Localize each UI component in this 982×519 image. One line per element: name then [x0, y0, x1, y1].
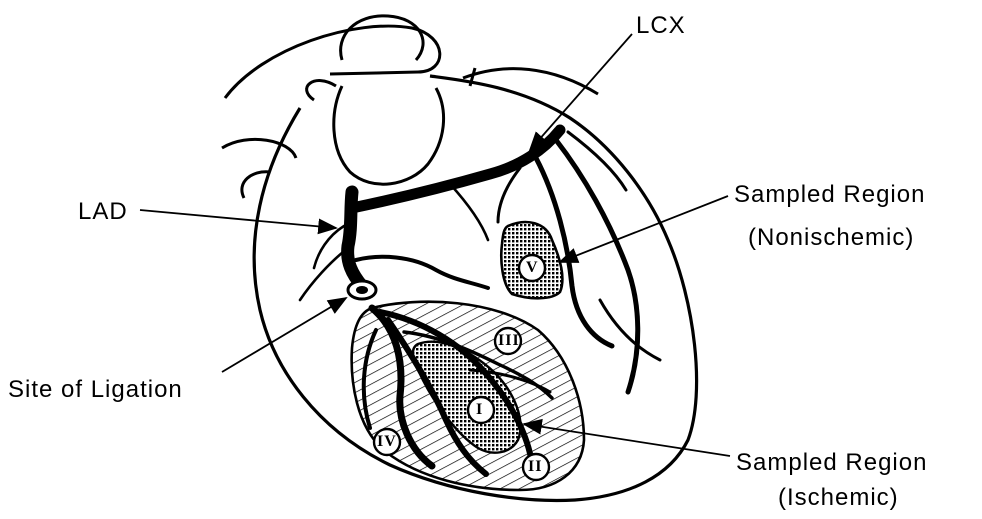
left-atrial-appendage — [222, 139, 296, 158]
nonischemic-label-line1: Sampled Region — [734, 183, 925, 207]
region-i-label: I — [476, 402, 483, 418]
lcx-label: LCX — [636, 14, 686, 38]
atrium-fold — [307, 81, 336, 100]
lcx-arrow — [530, 34, 632, 150]
region-iv-label: IV — [377, 434, 397, 450]
region-ii-label: II — [528, 459, 542, 475]
lad-label: LAD — [78, 200, 128, 224]
nonischemic-label-line2: (Nonischemic) — [748, 226, 914, 250]
region-iii-label: III — [498, 333, 520, 349]
region-v-label: V — [526, 260, 539, 276]
ischemic-label-line2: (Ischemic) — [778, 486, 899, 510]
pulmonary-outline — [341, 16, 423, 60]
lad-branch — [314, 226, 344, 268]
ligation-arrow — [222, 298, 346, 372]
vessel-line-right — [463, 69, 598, 94]
ischemic-label-line1: Sampled Region — [736, 451, 927, 475]
lad-arrow — [140, 210, 336, 228]
aorta-outline — [225, 26, 440, 98]
lcx-vessel — [352, 130, 560, 208]
atrium-bulb — [334, 86, 444, 184]
lcx-branch — [600, 300, 660, 360]
nonischemic-arrow — [560, 196, 728, 262]
ligation-ring-inner — [356, 286, 368, 294]
lad-branch — [356, 257, 488, 288]
ligation-label: Site of Ligation — [8, 378, 183, 402]
lcx-branch — [450, 184, 488, 240]
lad-branch — [300, 248, 348, 300]
